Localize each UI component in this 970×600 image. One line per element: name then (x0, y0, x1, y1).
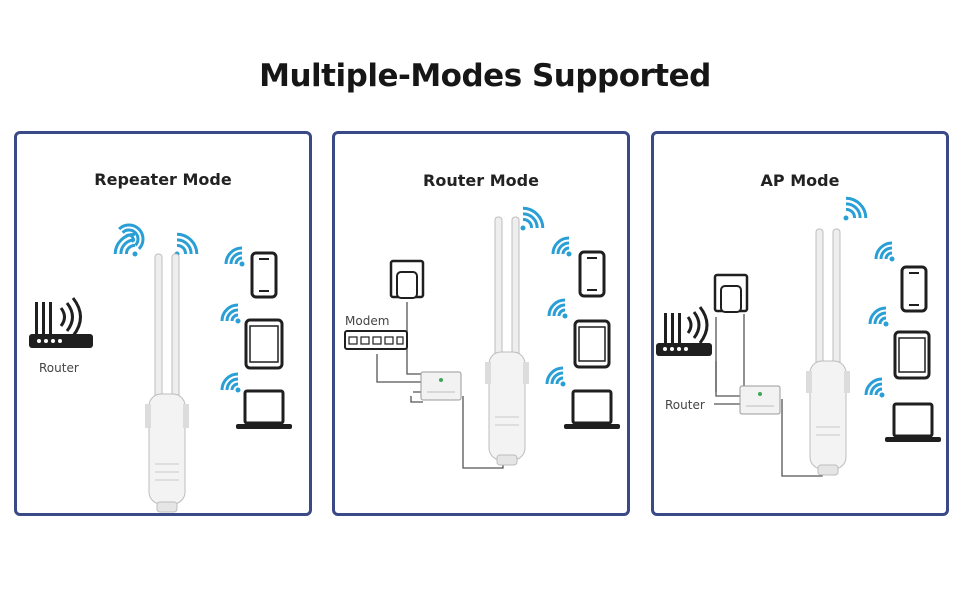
wifi-icon (220, 303, 241, 324)
access-point-device (485, 216, 529, 466)
wifi-icon (868, 306, 889, 327)
panel-title-repeater: Repeater Mode (94, 170, 232, 189)
wifi-icon (843, 196, 868, 221)
page-title: Multiple-Modes Supported (259, 58, 711, 94)
ap-diagram (656, 196, 941, 477)
poe-adapter-icon (713, 273, 749, 313)
wifi-icon (174, 232, 199, 257)
panel-ap-mode: AP Mode (651, 131, 949, 516)
access-point-device (806, 228, 850, 476)
repeater-diagram (29, 223, 292, 513)
wifi-icon (545, 366, 566, 387)
panel-title-router: Router Mode (423, 171, 539, 190)
phone-icon (250, 251, 278, 299)
laptop-icon (885, 402, 941, 442)
modem-icon (344, 330, 408, 350)
tablet-icon (244, 318, 284, 370)
laptop-icon (564, 389, 620, 429)
router-icon (656, 306, 712, 356)
panel-title-ap: AP Mode (760, 171, 840, 190)
wifi-icon (864, 377, 885, 398)
access-point-device (145, 253, 189, 513)
wifi-icon (113, 232, 138, 257)
phone-icon (578, 250, 606, 298)
router-label: Router (39, 361, 79, 375)
phone-icon (900, 265, 928, 313)
modem-label: Modem (345, 314, 390, 328)
router-label: Router (665, 398, 705, 412)
router-diagram (344, 206, 620, 469)
tablet-icon (573, 319, 611, 369)
poe-injector-icon (739, 385, 781, 415)
laptop-icon (236, 389, 292, 429)
poe-injector-icon (420, 371, 462, 401)
wifi-icon (551, 236, 572, 257)
wifi-icon (220, 372, 241, 393)
tablet-icon (893, 330, 931, 380)
panel-router-mode: Router Mode (332, 131, 630, 516)
wifi-icon (874, 241, 895, 262)
panel-repeater-mode: Repeater Mode (14, 131, 312, 516)
wifi-icon (224, 246, 245, 267)
router-icon (29, 297, 93, 348)
wifi-icon (547, 298, 568, 319)
poe-adapter-icon (389, 259, 425, 299)
wifi-icon (520, 206, 545, 231)
